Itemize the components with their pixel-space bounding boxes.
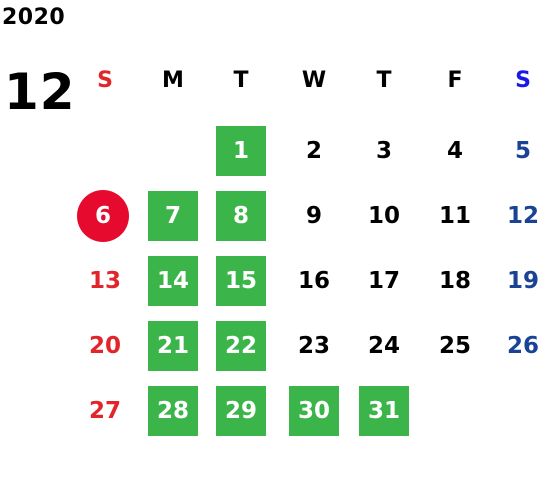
month-number: 12 bbox=[4, 63, 76, 121]
day-cell[interactable]: 3 bbox=[375, 138, 392, 164]
day-cell[interactable]: 9 bbox=[305, 203, 322, 229]
day-cell[interactable]: 25 bbox=[438, 333, 471, 359]
day-cell[interactable]: 2 bbox=[305, 138, 322, 164]
day-cell[interactable]: 24 bbox=[367, 333, 400, 359]
day-cell[interactable]: 19 bbox=[506, 268, 539, 294]
highlighted-day-cell[interactable]: 15 bbox=[216, 256, 266, 306]
day-cell[interactable]: 5 bbox=[514, 138, 531, 164]
highlighted-day-cell[interactable]: 28 bbox=[148, 386, 198, 436]
weekday-tue: T bbox=[233, 68, 249, 93]
highlighted-day-cell[interactable]: 7 bbox=[148, 191, 198, 241]
day-cell[interactable]: 12 bbox=[506, 203, 539, 229]
day-cell[interactable]: 13 bbox=[88, 268, 121, 294]
day-cell[interactable]: 18 bbox=[438, 268, 471, 294]
day-cell[interactable]: 11 bbox=[438, 203, 471, 229]
weekday-fri: F bbox=[447, 68, 463, 93]
day-cell[interactable]: 10 bbox=[367, 203, 400, 229]
highlighted-day-cell[interactable]: 1 bbox=[216, 126, 266, 176]
weekday-thu: T bbox=[376, 68, 392, 93]
year-label: 2020 bbox=[2, 5, 66, 30]
day-cell[interactable]: 4 bbox=[446, 138, 463, 164]
day-cell[interactable]: 20 bbox=[88, 333, 121, 359]
weekday-wed: W bbox=[301, 68, 327, 93]
day-cell[interactable]: 26 bbox=[506, 333, 539, 359]
weekday-sun: S bbox=[97, 68, 113, 93]
highlighted-day-cell[interactable]: 30 bbox=[289, 386, 339, 436]
day-cell[interactable]: 17 bbox=[367, 268, 400, 294]
highlighted-day-cell[interactable]: 8 bbox=[216, 191, 266, 241]
weekday-sat: S bbox=[515, 68, 531, 93]
highlighted-day-cell[interactable]: 21 bbox=[148, 321, 198, 371]
highlighted-day-cell[interactable]: 29 bbox=[216, 386, 266, 436]
day-cell[interactable]: 23 bbox=[297, 333, 330, 359]
day-cell[interactable]: 27 bbox=[88, 398, 121, 424]
weekday-mon: M bbox=[162, 68, 184, 93]
highlighted-day-cell[interactable]: 31 bbox=[359, 386, 409, 436]
day-cell[interactable]: 16 bbox=[297, 268, 330, 294]
highlighted-day-cell[interactable]: 14 bbox=[148, 256, 198, 306]
highlighted-day-cell[interactable]: 22 bbox=[216, 321, 266, 371]
today-day-cell[interactable]: 6 bbox=[77, 190, 129, 242]
